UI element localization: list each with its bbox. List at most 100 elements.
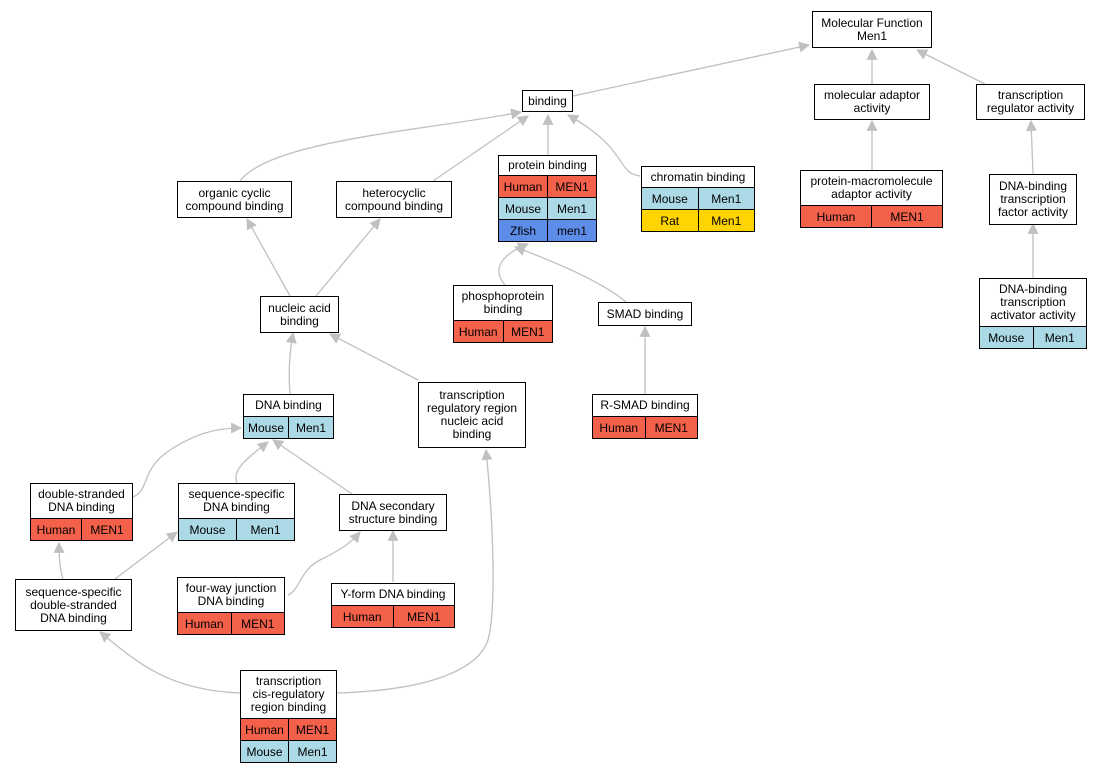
species-row: Human MEN1 [499, 175, 596, 197]
node-molecular-adaptor-activity[interactable]: molecular adaptor activity [814, 84, 930, 120]
species-row: Zfish men1 [499, 219, 596, 241]
species-row: Rat Men1 [642, 209, 754, 231]
species-row: Human MEN1 [31, 518, 132, 540]
node-label: double-stranded DNA binding [38, 487, 125, 514]
node-transcription-cis-regulatory-region-binding[interactable]: transcription cis-regulatory region bind… [240, 670, 337, 763]
gene-cell: MEN1 [288, 719, 336, 740]
node-dna-secondary-structure-binding[interactable]: DNA secondary structure binding [339, 494, 447, 531]
node-smad-binding[interactable]: SMAD binding [598, 302, 692, 326]
edge-trrnab-to-nucleic-acid [329, 333, 419, 381]
edge-ssds-to-ds-dna [53, 541, 65, 580]
node-dna-binding-transcription-factor-activity[interactable]: DNA-binding transcription factor activit… [989, 174, 1077, 225]
node-binding[interactable]: binding [522, 90, 573, 112]
species-row: Human MEN1 [593, 416, 697, 438]
edge-tcrr-to-trrnab [336, 448, 494, 694]
node-y-form-dna-binding[interactable]: Y-form DNA binding Human MEN1 [331, 583, 455, 628]
species-row: Human MEN1 [178, 612, 284, 634]
edge-ssds-to-ss-dna [114, 531, 178, 580]
gene-cell: Men1 [1032, 327, 1086, 348]
node-heterocyclic-compound-binding[interactable]: heterocyclic compound binding [336, 181, 452, 218]
gene-cell: Men1 [547, 198, 596, 219]
edge-binding-to-mf [572, 41, 811, 97]
gene-cell: MEN1 [644, 417, 697, 438]
node-label: R-SMAD binding [600, 398, 690, 412]
node-transcription-regulator-activity[interactable]: transcription regulator activity [976, 84, 1085, 120]
species-cell: Mouse [179, 519, 236, 540]
edge-ss-dna-to-dna-binding [235, 441, 269, 484]
node-sequence-specific-dna-binding[interactable]: sequence-specific DNA binding Mouse Men1 [178, 483, 295, 541]
species-cell: Human [332, 606, 393, 627]
species-row: Mouse Men1 [241, 740, 336, 762]
edge-chromatin-to-binding [567, 114, 641, 177]
species-cell: Zfish [499, 220, 547, 241]
node-label: DNA binding [255, 398, 322, 412]
node-phosphoprotein-binding[interactable]: phosphoprotein binding Human MEN1 [453, 285, 553, 343]
gene-cell: MEN1 [502, 321, 552, 342]
species-row: Human MEN1 [241, 718, 336, 740]
node-label: Y-form DNA binding [340, 587, 446, 601]
species-row: Mouse Men1 [179, 518, 294, 540]
node-label: DNA-binding transcription factor activit… [997, 179, 1069, 219]
node-sequence-specific-double-stranded-dna-binding[interactable]: sequence-specific double-stranded DNA bi… [15, 579, 132, 631]
node-nucleic-acid-binding[interactable]: nucleic acid binding [260, 296, 339, 333]
species-row: Mouse Men1 [642, 187, 754, 209]
gene-cell: MEN1 [230, 613, 284, 634]
gene-cell: MEN1 [871, 206, 942, 227]
node-double-stranded-dna-binding[interactable]: double-stranded DNA binding Human MEN1 [30, 483, 133, 541]
node-label: sequence-specific double-stranded DNA bi… [25, 584, 122, 625]
species-cell: Human [499, 176, 547, 197]
gene-cell: MEN1 [81, 519, 132, 540]
gene-cell: Men1 [288, 417, 333, 438]
species-cell: Human [593, 417, 645, 438]
species-cell: Mouse [244, 417, 288, 438]
gene-cell: Men1 [697, 188, 754, 209]
edge-tr-reg-to-mf [916, 49, 986, 85]
species-cell: Mouse [499, 198, 547, 219]
gene-cell: men1 [547, 220, 596, 241]
species-row: Mouse Men1 [244, 416, 333, 438]
node-molecular-function[interactable]: Molecular Function Men1 [812, 11, 932, 48]
node-label: SMAD binding [606, 306, 684, 321]
species-cell: Rat [642, 210, 698, 231]
species-cell: Mouse [642, 188, 698, 209]
edge-organic-cyclic-to-binding [239, 108, 523, 182]
node-label: sequence-specific DNA binding [188, 487, 285, 514]
node-label: DNA-binding transcription activator acti… [990, 282, 1076, 322]
node-label: organic cyclic compound binding [185, 185, 284, 213]
node-label: Molecular Function Men1 [821, 15, 923, 43]
species-row: Mouse Men1 [980, 326, 1086, 348]
species-row: Human MEN1 [332, 605, 454, 627]
node-label: DNA secondary structure binding [348, 498, 438, 526]
species-cell: Human [31, 519, 81, 540]
node-label: molecular adaptor activity [823, 88, 921, 115]
node-transcription-regulatory-region-nucleic-acid-binding[interactable]: transcription regulatory region nucleic … [418, 382, 526, 448]
edge-nucleic-acid-to-heterocyclic [315, 218, 381, 297]
node-four-way-junction-dna-binding[interactable]: four-way junction DNA binding Human MEN1 [177, 577, 285, 635]
node-label: transcription regulatory region nucleic … [426, 388, 518, 441]
node-organic-cyclic-compound-binding[interactable]: organic cyclic compound binding [177, 181, 292, 218]
node-label: four-way junction DNA binding [185, 581, 277, 608]
species-row: Human MEN1 [454, 320, 552, 342]
node-label: phosphoprotein binding [461, 289, 545, 316]
gene-cell: Men1 [288, 741, 336, 762]
node-dna-binding[interactable]: DNA binding Mouse Men1 [243, 394, 334, 439]
edge-heterocyclic-to-binding [432, 115, 529, 182]
gene-cell: Men1 [236, 519, 294, 540]
gene-cell: MEN1 [547, 176, 596, 197]
node-label: chromatin binding [650, 169, 746, 184]
node-label: transcription regulator activity [986, 88, 1075, 115]
edge-tcrr-to-ssds [99, 631, 241, 694]
gene-cell: Men1 [697, 210, 754, 231]
species-cell: Mouse [980, 327, 1033, 348]
species-cell: Human [178, 613, 231, 634]
node-protein-macromolecule-adaptor-activity[interactable]: protein-macromolecule adaptor activity H… [800, 170, 943, 228]
node-r-smad-binding[interactable]: R-SMAD binding Human MEN1 [592, 394, 698, 439]
species-cell: Human [801, 206, 871, 227]
node-dna-binding-transcription-activator-activity[interactable]: DNA-binding transcription activator acti… [979, 278, 1087, 349]
species-cell: Human [241, 719, 288, 740]
node-chromatin-binding[interactable]: chromatin binding Mouse Men1 Rat Men1 [641, 166, 755, 232]
edge-dna-binding-to-nucleic-acid [285, 331, 297, 395]
edge-fourway-to-dna-secondary [287, 531, 361, 596]
node-protein-binding[interactable]: protein binding Human MEN1 Mouse Men1 Zf… [498, 155, 597, 242]
